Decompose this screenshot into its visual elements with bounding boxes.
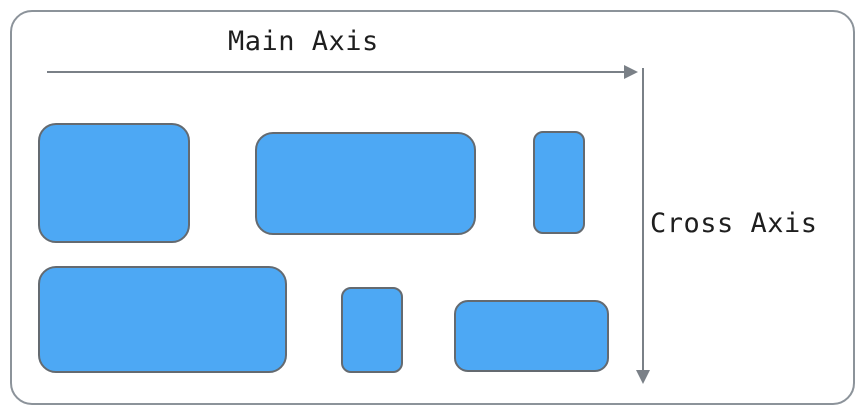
flex-item-row2-3 xyxy=(454,300,609,372)
flex-item-row1-3 xyxy=(533,131,585,234)
flex-item-row2-2 xyxy=(341,287,403,373)
main-axis-label: Main Axis xyxy=(228,26,379,57)
cross-axis-label: Cross Axis xyxy=(650,208,818,239)
flex-item-row1-2 xyxy=(255,132,476,235)
cross-axis-arrow xyxy=(636,68,650,384)
flex-item-row2-1 xyxy=(38,266,287,373)
flex-item-row1-1 xyxy=(38,123,190,243)
main-axis-arrow xyxy=(47,65,638,79)
